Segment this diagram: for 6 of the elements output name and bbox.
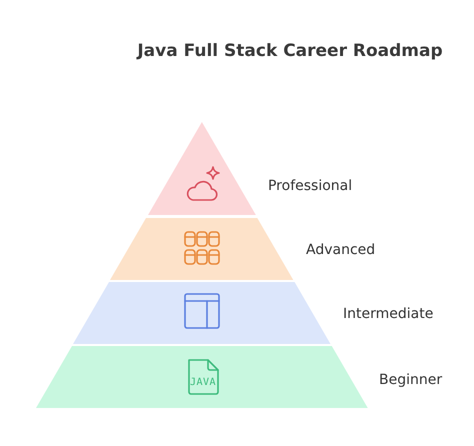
level-label: Advanced xyxy=(306,241,376,259)
level-label: Beginner xyxy=(378,371,442,389)
file-type-label: JAVA xyxy=(190,378,216,388)
level-label: Intermediate xyxy=(342,305,434,323)
level-label: Professional xyxy=(268,177,352,195)
title: Java Full Stack Career Roadmap xyxy=(135,41,444,61)
